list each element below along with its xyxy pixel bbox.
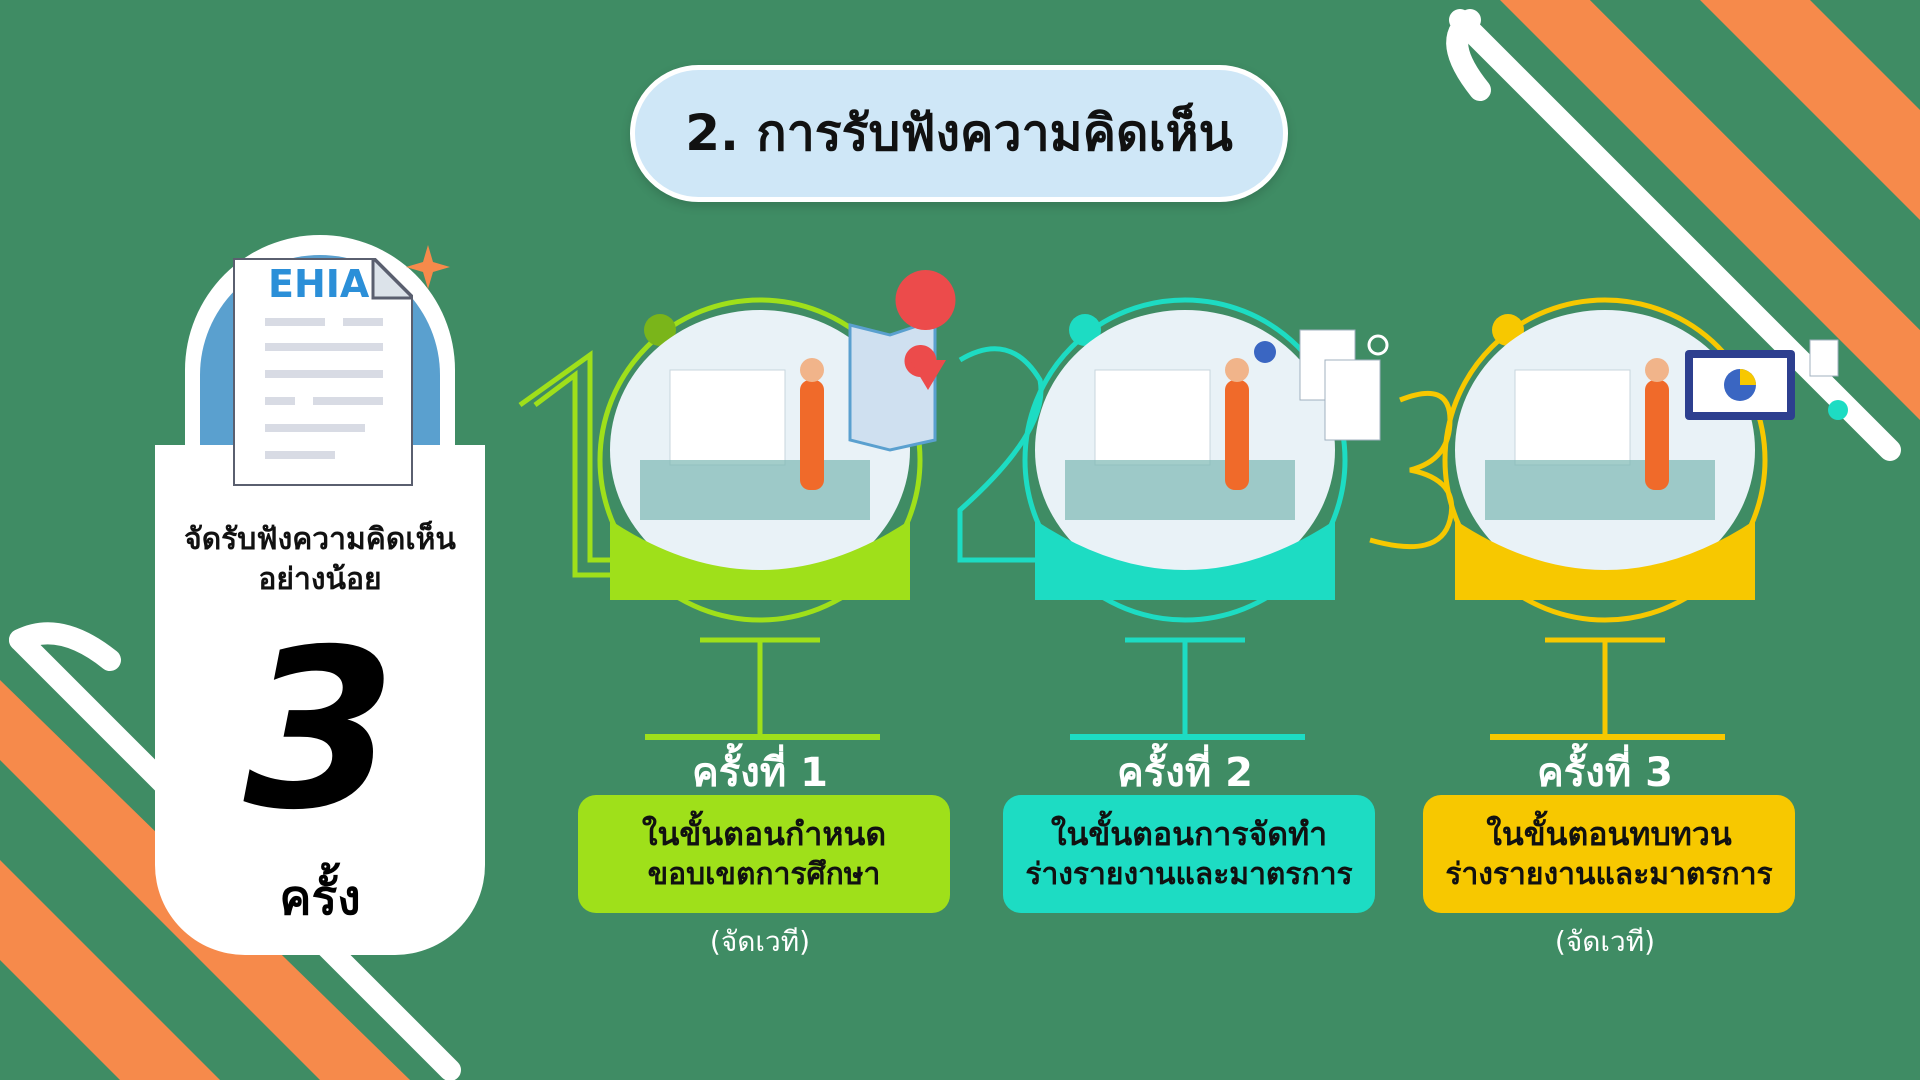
step2-box: ในขั้นตอนการจัดทำ ร่างรายงานและมาตรการ bbox=[1003, 795, 1375, 913]
step1-line2: ขอบเขตการศึกษา bbox=[647, 857, 881, 892]
summary-caption-line2: อย่างน้อย bbox=[258, 562, 382, 597]
summary-count: 3 bbox=[243, 602, 397, 858]
summary-card bbox=[155, 445, 485, 955]
summary-caption-line1: จัดรับฟังความคิดเห็น bbox=[184, 522, 456, 557]
step1-line1: ในขั้นตอนกำหนด bbox=[641, 815, 887, 853]
step1-label: ครั้งที่ 1 bbox=[692, 750, 828, 796]
summary-caption: จัดรับฟังความคิดเห็น อย่างน้อย bbox=[155, 520, 485, 600]
step2-line1: ในขั้นตอนการจัดทำ bbox=[1050, 815, 1328, 853]
step1-note: (จัดเวที) bbox=[709, 925, 811, 958]
step3-illustration bbox=[1369, 297, 1848, 740]
step3-line2: ร่างรายงานและมาตรการ bbox=[1445, 857, 1773, 892]
sparkle-icon bbox=[406, 245, 450, 289]
step1-illustration bbox=[518, 270, 956, 740]
ehia-document-icon bbox=[233, 258, 413, 486]
step2-illustration bbox=[957, 297, 1389, 740]
step2-label: ครั้งที่ 2 bbox=[1117, 750, 1253, 796]
step2-line2: ร่างรายงานและมาตรการ bbox=[1025, 857, 1353, 892]
step3-note: (จัดเวที) bbox=[1554, 925, 1656, 958]
step1-box: ในขั้นตอนกำหนด ขอบเขตการศึกษา bbox=[578, 795, 950, 913]
step3-line1: ในขั้นตอนทบทวน bbox=[1486, 815, 1732, 853]
summary-unit: ครั้ง bbox=[279, 870, 361, 926]
page-title: 2. การรับฟังความคิดเห็น bbox=[685, 104, 1233, 162]
title-pill: 2. การรับฟังความคิดเห็น bbox=[630, 65, 1288, 202]
top-right-stripes bbox=[1446, 0, 1920, 461]
step3-box: ในขั้นตอนทบทวน ร่างรายงานและมาตรการ bbox=[1423, 795, 1795, 913]
document-label: EHIA bbox=[268, 262, 370, 306]
step3-label: ครั้งที่ 3 bbox=[1537, 750, 1673, 796]
